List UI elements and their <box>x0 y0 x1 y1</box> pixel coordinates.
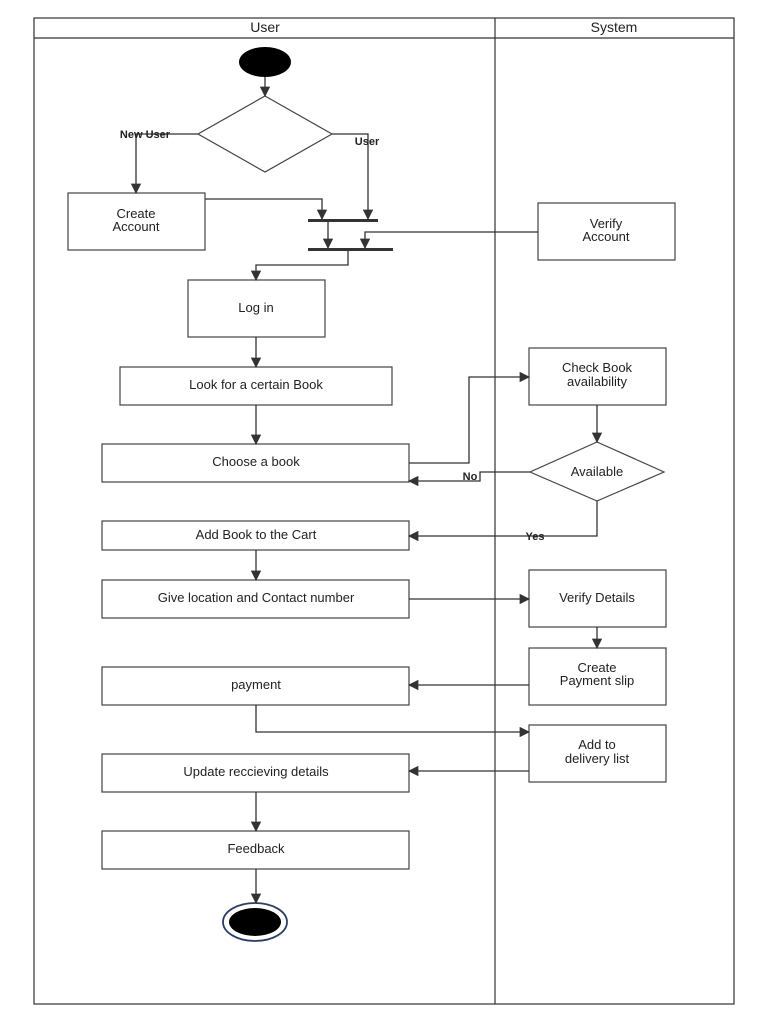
svg-text:Add Book to the Cart: Add Book to the Cart <box>196 527 317 542</box>
svg-text:Account: Account <box>583 229 630 244</box>
svg-text:Choose a book: Choose a book <box>212 454 300 469</box>
join-bar-lower <box>308 248 393 251</box>
activity-verify-account: Verify Account <box>537 202 676 261</box>
edges <box>130 77 603 905</box>
svg-text:Feedback: Feedback <box>227 841 285 856</box>
edge-choose-to-check <box>409 371 531 464</box>
activity-give-location: Give location and Contact number <box>101 579 410 619</box>
guard-no: No <box>463 471 478 483</box>
svg-text:Update reccieving details: Update reccieving details <box>183 764 329 779</box>
svg-text:Add to: Add to <box>578 737 616 752</box>
guard-yes: Yes <box>526 531 545 543</box>
activity-look-for-book: Look for a certain Book <box>119 366 393 406</box>
edge-existing-user <box>332 133 374 221</box>
decision-availability-label: Available <box>571 464 624 479</box>
svg-text:availability: availability <box>567 374 627 389</box>
svg-text:delivery list: delivery list <box>565 751 630 766</box>
decision-user-type <box>196 95 334 173</box>
svg-text:Check Book: Check Book <box>562 360 633 375</box>
activity-create-payment-slip: Create Payment slip <box>528 647 667 706</box>
svg-text:Verify: Verify <box>590 216 623 231</box>
lane-outer-border <box>33 17 735 1005</box>
lane-header-system: System <box>591 19 638 35</box>
svg-text:Payment slip: Payment slip <box>560 673 634 688</box>
guard-new-user: New User <box>120 129 171 141</box>
edge-new-user <box>130 133 198 195</box>
guard-user: User <box>355 136 380 148</box>
svg-text:Create: Create <box>577 660 616 675</box>
svg-text:Log in: Log in <box>238 300 273 315</box>
activity-add-delivery-list: Add to delivery list <box>528 724 667 783</box>
edge-join-to-login <box>250 251 349 282</box>
edge-create-to-fork <box>205 198 328 221</box>
activity-verify-details: Verify Details <box>528 569 667 628</box>
svg-text:Give location and Contact numb: Give location and Contact number <box>158 590 355 605</box>
activity-feedback: Feedback <box>101 830 410 870</box>
svg-text:payment: payment <box>231 677 281 692</box>
fork-bar-upper <box>308 219 378 222</box>
svg-text:Look for a certain Book: Look for a certain Book <box>189 377 323 392</box>
activity-add-to-cart: Add Book to the Cart <box>101 520 410 551</box>
activity-create-account: Create Account <box>67 192 206 251</box>
activity-payment: payment <box>101 666 410 706</box>
end-node <box>222 902 288 942</box>
lane-header-user: User <box>250 19 280 35</box>
edge-not-available <box>407 471 530 487</box>
activity-update-receiving: Update reccieving details <box>101 753 410 793</box>
svg-text:Create: Create <box>116 206 155 221</box>
edge-verify-to-join <box>359 231 538 250</box>
edge-payment-to-delivery <box>255 705 531 738</box>
start-node <box>239 47 291 77</box>
svg-text:Account: Account <box>113 219 160 234</box>
activity-log-in: Log in <box>187 279 326 338</box>
swimlane-frame: User System <box>33 17 735 1005</box>
edge-available-to-cart <box>407 501 598 542</box>
activity-choose-book: Choose a book <box>101 443 410 483</box>
activity-check-availability: Check Book availability <box>528 347 667 406</box>
svg-text:Verify Details: Verify Details <box>559 590 635 605</box>
